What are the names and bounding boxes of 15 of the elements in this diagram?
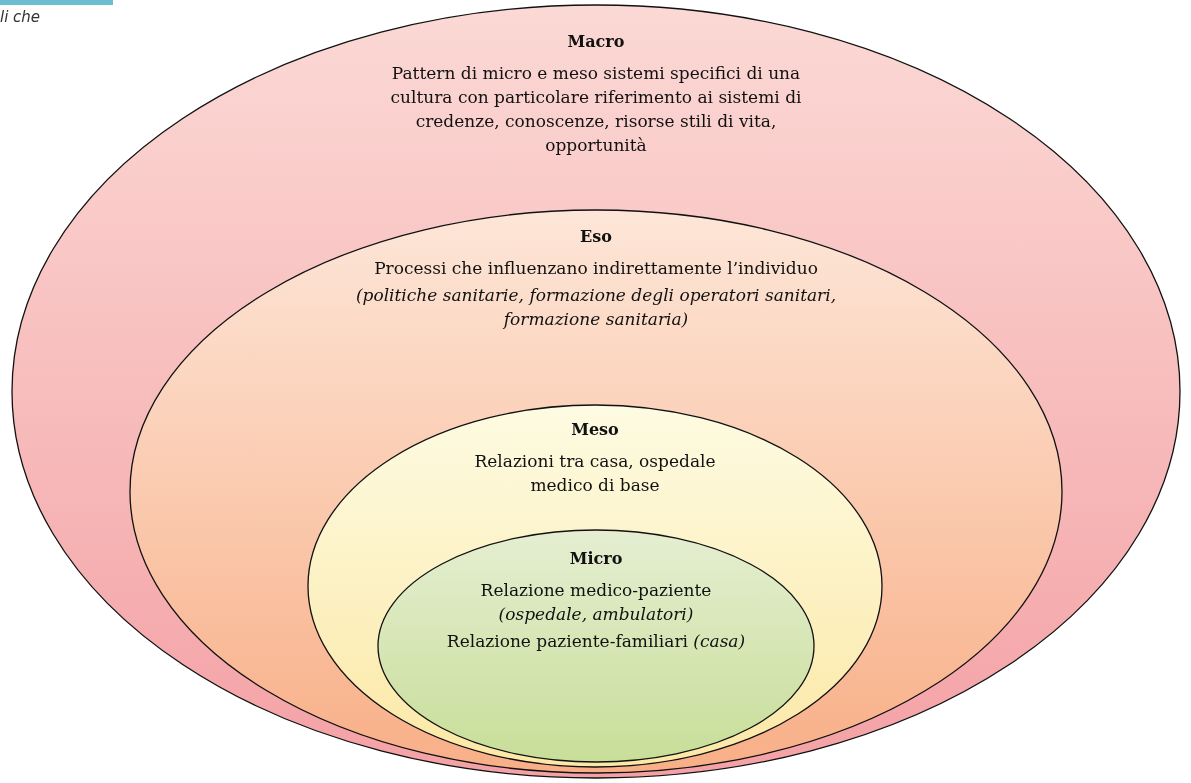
eso-ellipse	[130, 210, 1062, 773]
level-description: Pattern di micro e meso sistemi specifici di una cultura con particolare riferimento ai sistemi di credenze, conoscenze, risorse stili di vita, opportunità	[389, 62, 803, 157]
level-description: Relazioni tra casa, ospedale medico di base	[473, 450, 717, 497]
macro-ellipse	[12, 5, 1180, 778]
level-heading: Macro	[567, 31, 625, 53]
meso-ellipse	[308, 405, 882, 767]
level-heading: Micro	[569, 548, 623, 570]
caption-fragment: li che	[0, 8, 41, 26]
micro-ellipse	[378, 530, 814, 762]
level-description: Relazione medico-paziente (ospedale, ambulatori)	[479, 579, 713, 626]
level-description: Relazione paziente-familiari (casa)	[446, 630, 746, 653]
level-heading: Eso	[580, 226, 612, 248]
level-heading: Meso	[571, 419, 619, 441]
level-description: Processi che influenzano indirettamente l’individuo	[374, 257, 818, 280]
level-description: (politiche sanitarie, formazione degli operatori sanitari, formazione sanitaria)	[354, 284, 838, 331]
